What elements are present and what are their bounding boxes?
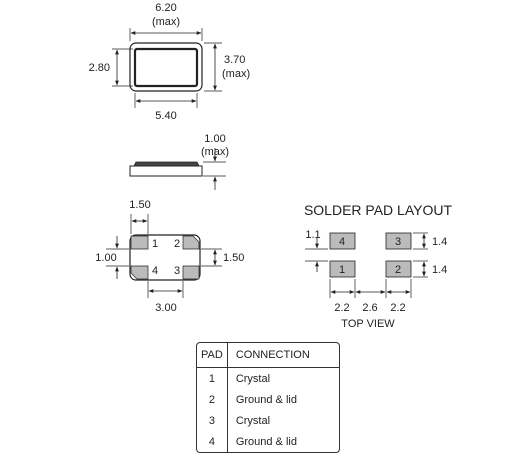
- pad-connection-table: PAD CONNECTION 1 Crystal 2 Ground & lid …: [196, 342, 340, 453]
- cell-connection: Ground & lid: [235, 393, 297, 406]
- cell-connection: Ground & lid: [235, 435, 297, 448]
- bottom-pad-label-3: 3: [174, 265, 180, 277]
- package-bottom-outline: [129, 234, 201, 281]
- bottom-pad-1: [130, 235, 149, 250]
- dim-thickness-note: (max): [201, 146, 229, 158]
- cell-connection: Crystal: [235, 372, 271, 385]
- dim-solder-spacing: 1.1: [305, 229, 320, 241]
- cell-pad: 3: [197, 410, 228, 431]
- solder-pad-label-2: 2: [395, 264, 401, 276]
- top-view: 6.20 (max) 2.80 3.70 (max) 5.40: [89, 2, 251, 122]
- solder-pad-layout: SOLDER PAD LAYOUT 4 3 1 2 1.1 1.4 1.4 2.…: [304, 202, 453, 330]
- dim-solder-height-lower: 1.4: [432, 264, 447, 276]
- bottom-view: 1 2 4 3 1.50 1.00 1.50 3.00: [95, 199, 244, 314]
- dim-height: 2.80: [89, 62, 110, 74]
- cell-pad: 4: [197, 431, 228, 452]
- solder-pad-2: [385, 260, 412, 278]
- dim-pad-pitch: 3.00: [155, 302, 176, 314]
- cell-pad: 1: [197, 367, 228, 389]
- package-base: [129, 165, 203, 177]
- solder-layout-title: SOLDER PAD LAYOUT: [304, 202, 453, 218]
- solder-pad-label-4: 4: [339, 236, 345, 248]
- table-header-row: PAD CONNECTION: [197, 343, 339, 368]
- bottom-pad-4: [130, 265, 149, 280]
- solder-pad-label-3: 3: [395, 236, 401, 248]
- solder-layout-caption: TOP VIEW: [341, 318, 395, 330]
- bottom-pad-label-2: 2: [174, 238, 180, 250]
- dim-thickness: 1.00: [204, 133, 225, 145]
- dim-solder-width-right: 2.2: [390, 302, 405, 314]
- package-lid: [133, 161, 200, 167]
- dim-solder-width-left: 2.2: [334, 302, 349, 314]
- dim-pad-width: 1.50: [129, 199, 150, 211]
- cell-pad: 2: [197, 389, 228, 410]
- table-row: 2 Ground & lid: [197, 389, 339, 410]
- table-row: 1 Crystal: [197, 367, 339, 389]
- dim-solder-height-upper: 1.4: [432, 236, 447, 248]
- solder-pad-3: [385, 232, 412, 250]
- dim-pad-height: 1.00: [95, 252, 116, 264]
- dim-height-max: 3.70: [224, 54, 245, 66]
- header-connection: CONNECTION: [227, 343, 339, 368]
- dim-width: 5.40: [155, 110, 176, 122]
- dim-width-max: 6.20: [155, 2, 176, 14]
- dim-pad-gap-vertical: 1.50: [223, 252, 244, 264]
- bottom-pad-label-4: 4: [152, 265, 158, 277]
- bottom-pad-2: [182, 235, 200, 250]
- bottom-pad-label-1: 1: [152, 238, 158, 250]
- solder-pad-4: [329, 232, 356, 250]
- header-pad: PAD: [197, 343, 228, 368]
- package-outline-inner: [133, 47, 199, 88]
- solder-pad-label-1: 1: [339, 264, 345, 276]
- package-outline-outer: [129, 42, 203, 92]
- bottom-pad-3: [182, 265, 200, 280]
- table-row: 4 Ground & lid: [197, 431, 339, 452]
- table-row: 3 Crystal: [197, 410, 339, 431]
- dim-height-max-note: (max): [222, 68, 250, 80]
- solder-pad-1: [329, 260, 356, 278]
- cell-connection: Crystal: [235, 414, 271, 427]
- dim-width-max-note: (max): [152, 16, 180, 28]
- dim-solder-gap: 2.6: [362, 302, 377, 314]
- side-view: 1.00 (max): [129, 133, 229, 190]
